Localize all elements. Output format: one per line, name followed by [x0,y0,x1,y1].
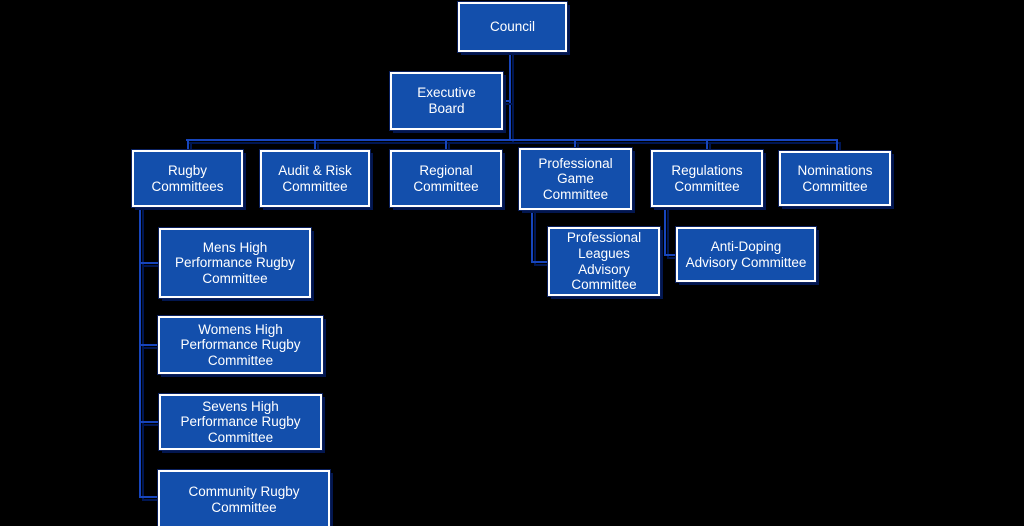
connector-stub-professional-leagues [533,261,548,263]
node-council: Council [458,2,567,52]
connector-stub-womens [141,344,158,346]
connector-main-horizontal [186,139,838,141]
connector-stub-mens [141,262,159,264]
node-executive-board: Executive Board [390,72,503,130]
connector-stub-rugby [187,140,189,150]
connector-stub-professional-game [574,140,576,148]
connector-professional-game-down [531,210,533,263]
node-nominations-committee: Nominations Committee [779,151,891,206]
node-mens-high-performance-rugby-committee: Mens High Performance Rugby Committee [159,228,311,298]
node-sevens-high-performance-rugby-committee: Sevens High Performance Rugby Committee [159,394,322,450]
connector-regulations-down [664,207,666,256]
node-regulations-committee: Regulations Committee [651,150,763,207]
connector-stub-regulations [706,140,708,150]
node-rugby-committees: Rugby Committees [132,150,243,207]
connector-stub-sevens [141,421,159,423]
node-professional-leagues-advisory-committee: Professional Leagues Advisory Committee [548,227,660,296]
connector-executive-board-stub [503,100,511,102]
node-anti-doping-advisory-committee: Anti-Doping Advisory Committee [676,227,816,282]
connector-rugby-down [139,207,141,498]
connector-stub-community [141,496,158,498]
connector-stub-nominations [836,140,838,151]
connector-stub-audit-risk [314,140,316,150]
node-womens-high-performance-rugby-committee: Womens High Performance Rugby Committee [158,316,323,374]
node-professional-game-committee: Professional Game Committee [519,148,632,210]
connector-stub-anti-doping [666,254,676,256]
node-community-rugby-committee: Community Rugby Committee [158,470,330,526]
node-audit-risk-committee: Audit & Risk Committee [260,150,370,207]
connector-council-down [509,52,511,141]
node-regional-committee: Regional Committee [390,150,502,207]
connector-stub-regional [445,140,447,150]
